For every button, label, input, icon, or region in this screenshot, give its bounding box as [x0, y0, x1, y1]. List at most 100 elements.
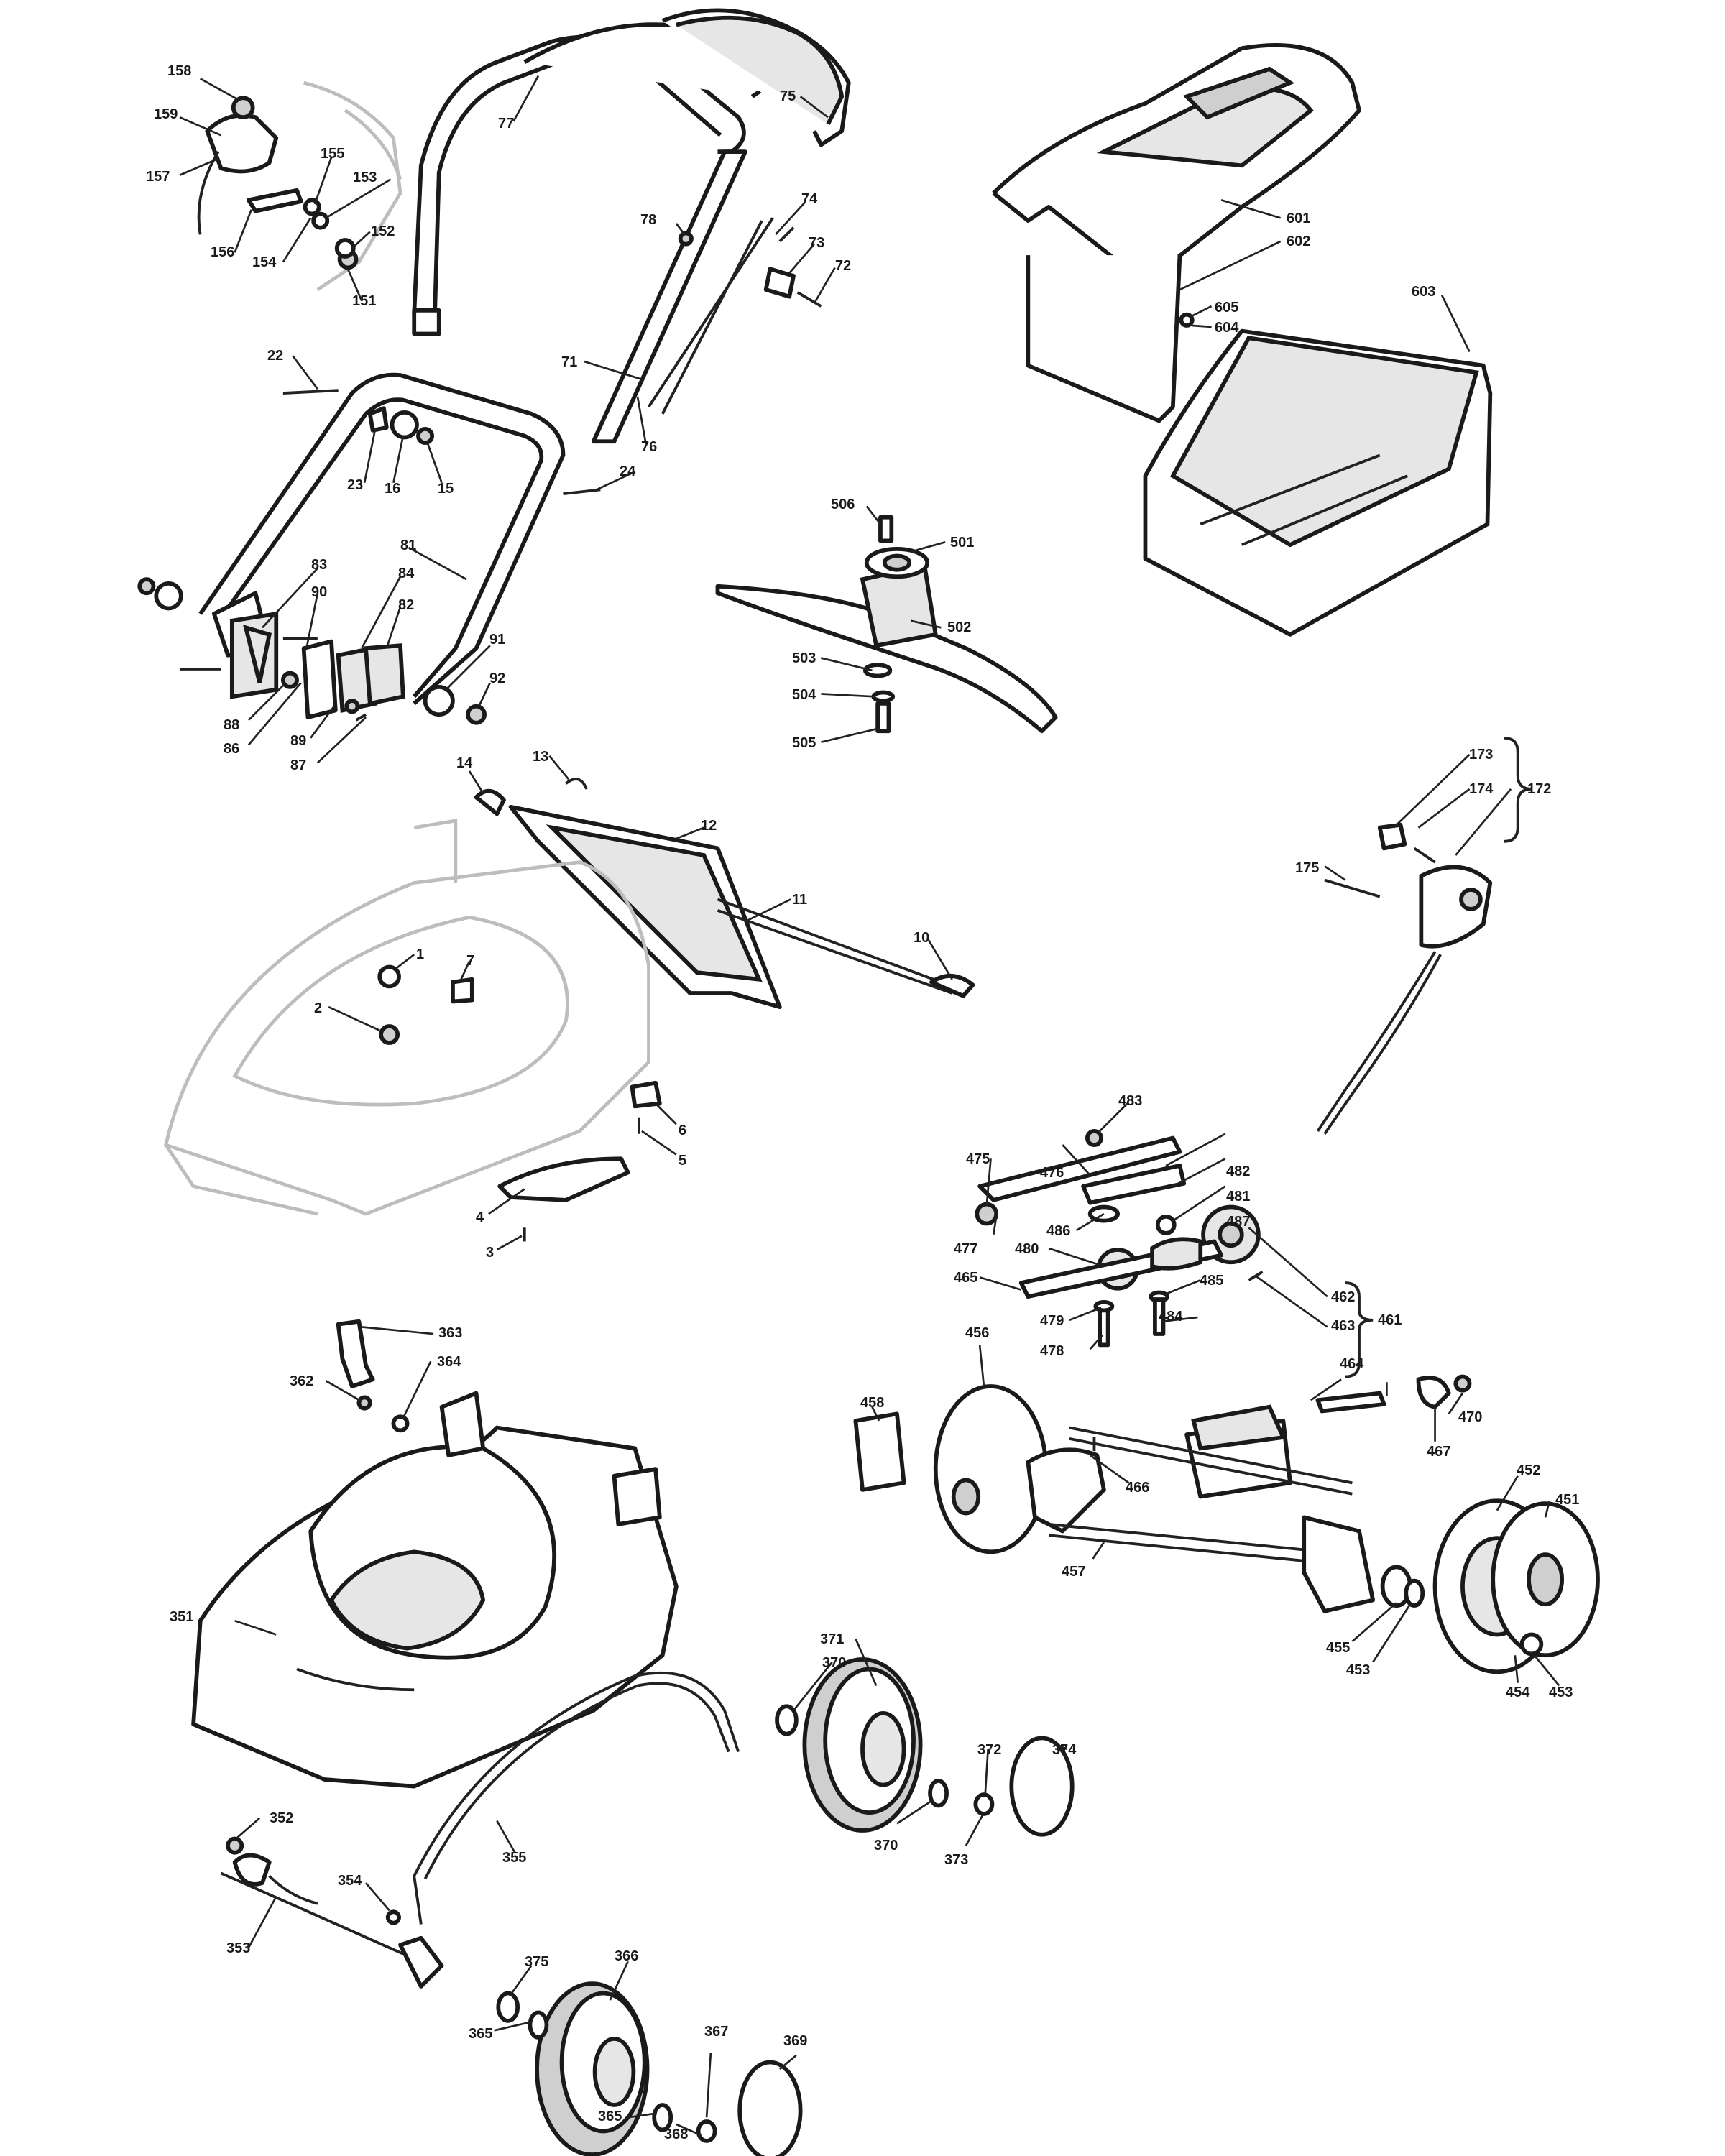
part-label-22[interactable]: 22: [267, 348, 284, 364]
part-label-175[interactable]: 175: [1295, 860, 1320, 876]
part-label-482[interactable]: 482: [1226, 1164, 1251, 1179]
part-label-467[interactable]: 467: [1427, 1444, 1451, 1460]
part-label-365-back[interactable]: 365: [598, 2109, 622, 2124]
part-label-2[interactable]: 2: [314, 1000, 323, 1016]
part-label-158[interactable]: 158: [167, 63, 192, 79]
part-label-371[interactable]: 371: [820, 1631, 845, 1647]
part-label-4[interactable]: 4: [476, 1210, 484, 1225]
part-label-14[interactable]: 14: [456, 755, 473, 771]
part-label-89[interactable]: 89: [290, 733, 307, 749]
part-label-475[interactable]: 475: [966, 1151, 990, 1167]
part-label-353[interactable]: 353: [226, 1940, 251, 1956]
part-label-501[interactable]: 501: [950, 535, 975, 550]
part-label-470[interactable]: 470: [1458, 1409, 1483, 1425]
part-label-462[interactable]: 462: [1331, 1289, 1356, 1305]
part-label-24[interactable]: 24: [620, 464, 636, 479]
part-label-78[interactable]: 78: [640, 212, 657, 228]
part-label-5[interactable]: 5: [678, 1153, 687, 1169]
part-label-505[interactable]: 505: [792, 735, 816, 751]
part-label-369[interactable]: 369: [783, 2033, 808, 2049]
part-label-86[interactable]: 86: [224, 741, 240, 757]
part-label-601[interactable]: 601: [1287, 211, 1311, 226]
part-label-605[interactable]: 605: [1215, 300, 1239, 315]
part-label-370-back[interactable]: 370: [874, 1838, 898, 1853]
part-label-487[interactable]: 487: [1226, 1214, 1251, 1230]
part-label-506[interactable]: 506: [831, 497, 855, 512]
part-label-483[interactable]: 483: [1118, 1093, 1143, 1109]
part-label-456[interactable]: 456: [965, 1325, 990, 1341]
part-label-486[interactable]: 486: [1046, 1223, 1071, 1239]
part-label-503[interactable]: 503: [792, 650, 816, 666]
part-label-23[interactable]: 23: [347, 477, 364, 493]
part-label-154[interactable]: 154: [252, 254, 277, 270]
part-label-352[interactable]: 352: [270, 1810, 294, 1826]
part-label-457[interactable]: 457: [1062, 1564, 1086, 1580]
part-label-365-front[interactable]: 365: [469, 2026, 493, 2042]
part-label-173[interactable]: 173: [1469, 747, 1494, 763]
part-label-15[interactable]: 15: [438, 481, 454, 497]
part-label-77[interactable]: 77: [498, 116, 515, 132]
part-label-372[interactable]: 372: [978, 1742, 1002, 1758]
part-label-368[interactable]: 368: [664, 2127, 689, 2142]
part-label-76[interactable]: 76: [641, 439, 658, 455]
part-label-151[interactable]: 151: [352, 293, 377, 309]
part-label-604[interactable]: 604: [1215, 320, 1239, 336]
part-label-74[interactable]: 74: [801, 191, 818, 207]
part-label-463[interactable]: 463: [1331, 1318, 1356, 1334]
part-label-88[interactable]: 88: [224, 717, 240, 733]
part-label-6[interactable]: 6: [678, 1123, 687, 1138]
part-label-466[interactable]: 466: [1126, 1480, 1150, 1496]
part-label-362[interactable]: 362: [290, 1373, 314, 1389]
part-label-364[interactable]: 364: [437, 1354, 461, 1370]
part-label-152[interactable]: 152: [371, 224, 395, 239]
part-label-603[interactable]: 603: [1412, 284, 1436, 300]
part-label-602[interactable]: 602: [1287, 234, 1311, 249]
part-label-453-outer[interactable]: 453: [1549, 1685, 1573, 1700]
part-label-12[interactable]: 12: [701, 818, 717, 834]
part-label-11[interactable]: 11: [792, 892, 808, 908]
part-label-16[interactable]: 16: [385, 481, 401, 497]
part-label-367[interactable]: 367: [704, 2024, 729, 2040]
part-label-454[interactable]: 454: [1506, 1685, 1530, 1700]
part-label-81[interactable]: 81: [400, 538, 417, 553]
part-label-481[interactable]: 481: [1226, 1189, 1251, 1204]
part-label-90[interactable]: 90: [311, 584, 328, 600]
part-label-355[interactable]: 355: [502, 1850, 527, 1866]
part-label-92[interactable]: 92: [489, 671, 506, 686]
part-label-464[interactable]: 464: [1340, 1356, 1364, 1372]
part-label-479[interactable]: 479: [1040, 1313, 1064, 1329]
part-label-373[interactable]: 373: [944, 1852, 969, 1868]
part-label-453-inner[interactable]: 453: [1346, 1662, 1371, 1678]
part-label-156[interactable]: 156: [211, 244, 235, 260]
part-label-458[interactable]: 458: [860, 1395, 885, 1411]
part-label-363[interactable]: 363: [438, 1325, 463, 1341]
part-label-476[interactable]: 476: [1040, 1165, 1064, 1181]
part-label-370-front[interactable]: 370: [822, 1655, 847, 1671]
part-label-83[interactable]: 83: [311, 557, 328, 573]
part-label-72[interactable]: 72: [835, 258, 852, 274]
part-label-7[interactable]: 7: [466, 953, 475, 969]
part-label-502[interactable]: 502: [947, 619, 972, 635]
part-label-354[interactable]: 354: [338, 1873, 362, 1889]
part-label-87[interactable]: 87: [290, 757, 307, 773]
part-label-478[interactable]: 478: [1040, 1343, 1064, 1359]
part-label-480[interactable]: 480: [1015, 1241, 1039, 1257]
part-label-374[interactable]: 374: [1052, 1742, 1077, 1758]
part-label-461[interactable]: 461: [1378, 1312, 1402, 1328]
part-label-465[interactable]: 465: [954, 1270, 978, 1286]
part-label-1[interactable]: 1: [416, 946, 425, 962]
part-label-155[interactable]: 155: [321, 146, 345, 162]
part-label-366[interactable]: 366: [615, 1948, 639, 1964]
part-label-84[interactable]: 84: [398, 566, 415, 581]
part-label-10[interactable]: 10: [914, 930, 930, 946]
part-label-3[interactable]: 3: [486, 1245, 494, 1261]
part-label-159[interactable]: 159: [154, 106, 178, 122]
part-label-71[interactable]: 71: [561, 354, 578, 370]
part-label-477[interactable]: 477: [954, 1241, 978, 1257]
part-label-484[interactable]: 484: [1159, 1309, 1183, 1325]
part-label-157[interactable]: 157: [146, 169, 170, 185]
part-label-351[interactable]: 351: [170, 1609, 194, 1625]
part-label-375[interactable]: 375: [525, 1954, 549, 1970]
part-label-153[interactable]: 153: [353, 170, 377, 185]
part-label-174[interactable]: 174: [1469, 781, 1494, 797]
